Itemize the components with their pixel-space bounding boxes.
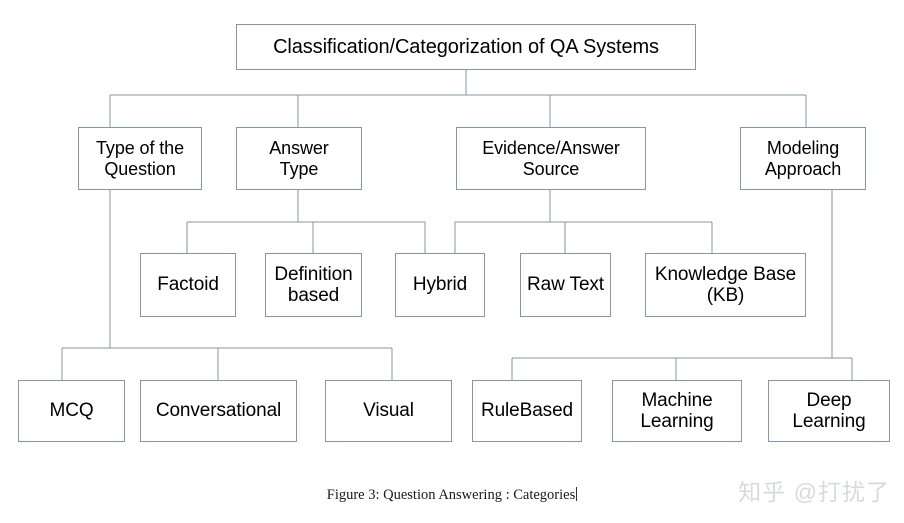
node-hybrid[interactable]: Hybrid (395, 253, 485, 317)
node-deep-learning[interactable]: Deep Learning (768, 380, 890, 442)
figure-caption-text: Figure 3: Question Answering : Categorie… (326, 487, 576, 503)
node-label: Factoid (157, 274, 219, 296)
node-label: Evidence/Answer Source (482, 138, 620, 179)
node-label: Visual (363, 400, 414, 422)
node-label: Modeling Approach (764, 138, 842, 179)
node-label: Conversational (155, 400, 282, 422)
node-knowledge-base[interactable]: Knowledge Base (KB) (645, 253, 806, 317)
node-label: Knowledge Base (KB) (654, 263, 797, 306)
node-machine-learning[interactable]: Machine Learning (612, 380, 742, 442)
node-conversational[interactable]: Conversational (140, 380, 297, 442)
node-modeling-approach[interactable]: Modeling Approach (740, 127, 866, 190)
node-mcq[interactable]: MCQ (18, 380, 125, 442)
text-cursor (576, 487, 578, 501)
node-label: RuleBased (480, 400, 574, 422)
node-visual[interactable]: Visual (325, 380, 452, 442)
node-definition-based[interactable]: Definition based (265, 253, 362, 317)
watermark: 知乎 @打扰了 (738, 479, 890, 505)
node-label: Raw Text (527, 274, 604, 296)
node-evidence-answer-source[interactable]: Evidence/Answer Source (456, 127, 646, 190)
node-factoid[interactable]: Factoid (140, 253, 236, 317)
node-label: Machine Learning (640, 389, 714, 432)
node-rule-based[interactable]: RuleBased (472, 380, 582, 442)
node-label: MCQ (49, 400, 94, 422)
node-answer-type[interactable]: Answer Type (236, 127, 362, 190)
node-classification-root[interactable]: Classification/Categorization of QA Syst… (236, 24, 696, 70)
node-type-of-question[interactable]: Type of the Question (78, 127, 202, 190)
node-label: Type of the Question (96, 138, 184, 179)
node-raw-text[interactable]: Raw Text (520, 253, 611, 317)
node-label: Hybrid (412, 274, 468, 296)
node-label: Classification/Categorization of QA Syst… (273, 35, 659, 58)
node-label: Answer Type (269, 138, 329, 179)
node-label: Deep Learning (792, 389, 866, 432)
figure-caption: Figure 3: Question Answering : Categorie… (0, 487, 904, 504)
node-label: Definition based (274, 263, 353, 306)
